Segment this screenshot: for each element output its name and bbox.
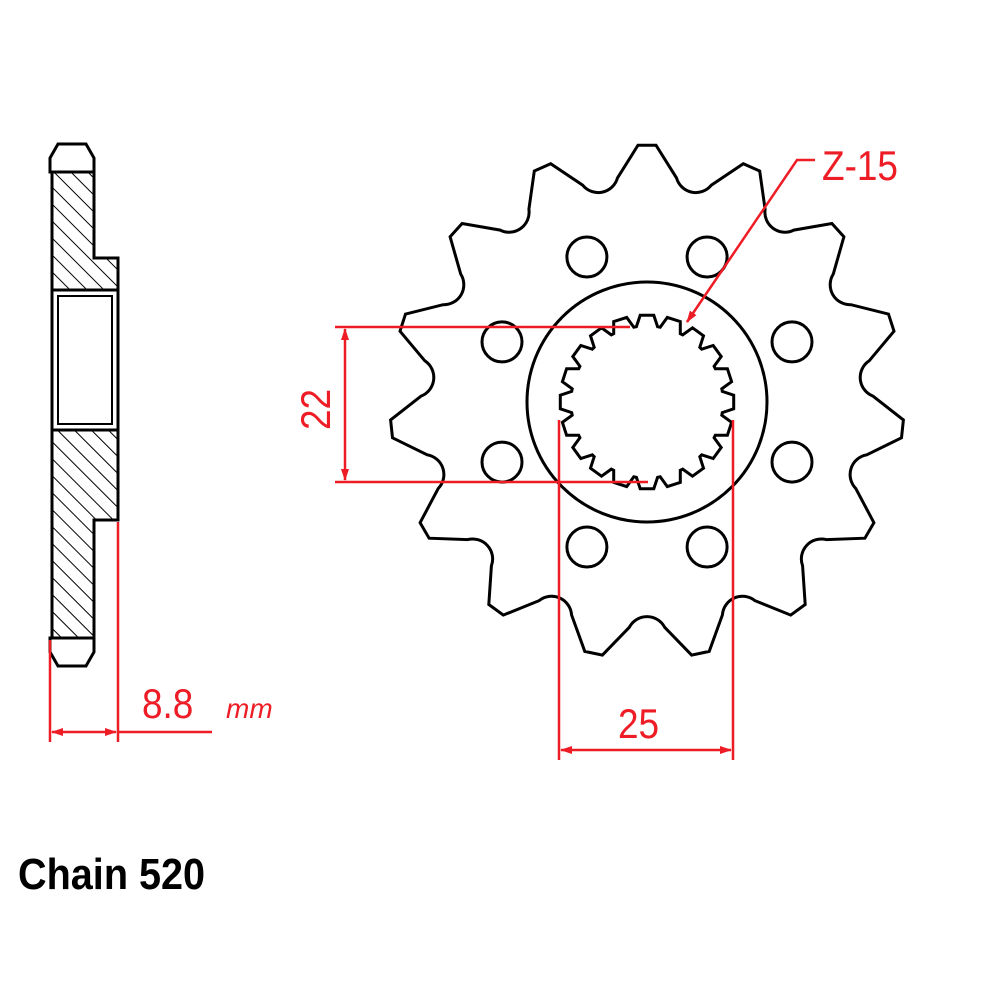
- bolt-hole: [685, 525, 729, 569]
- hub-circle: [525, 280, 769, 524]
- side-bore-inner: [57, 295, 113, 425]
- side-top-tooth: [48, 142, 96, 174]
- sprocket-outline: [389, 143, 905, 657]
- side-bore: [50, 288, 120, 432]
- side-view: [48, 142, 120, 668]
- spline-bore: [558, 313, 736, 491]
- bolt-hole: [565, 525, 609, 569]
- bolt-hole: [770, 440, 814, 484]
- bolt-hole: [685, 235, 729, 279]
- side-bottom-tooth: [48, 636, 96, 668]
- chain-size-title: Chain 520: [18, 850, 206, 899]
- bolt-hole: [770, 320, 814, 364]
- side-lower-section: [50, 428, 120, 640]
- bolt-hole: [480, 320, 524, 364]
- side-upper-section: [50, 170, 120, 292]
- dimensions: [48, 158, 815, 760]
- spline-height-label: 22: [293, 389, 340, 430]
- z15-leader: [685, 158, 815, 323]
- bolt-hole: [480, 440, 524, 484]
- teeth-count-label: Z-15: [822, 143, 898, 190]
- spline-width-label: 25: [618, 701, 659, 748]
- lightening-holes: [480, 235, 814, 569]
- thickness-value-label: 8.8: [142, 681, 193, 728]
- front-view: [389, 143, 905, 657]
- thickness-unit-label: mm: [226, 693, 273, 724]
- bolt-hole: [565, 235, 609, 279]
